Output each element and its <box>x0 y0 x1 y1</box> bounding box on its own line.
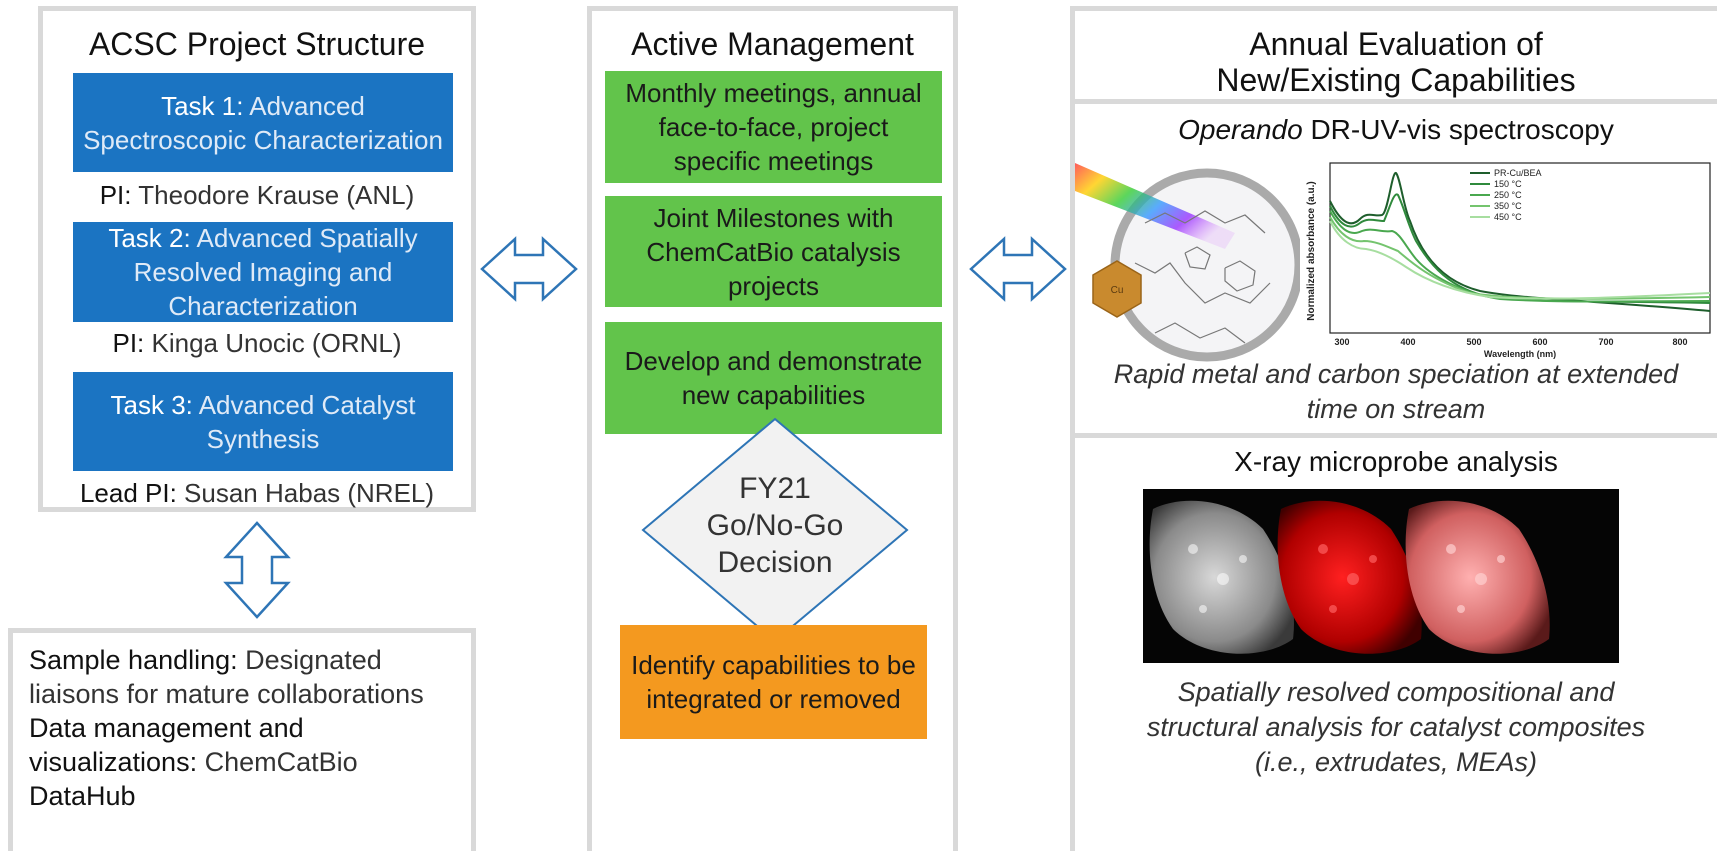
meetings-text: Monthly meetings, annual face-to-face, p… <box>625 78 922 176</box>
project-structure-panel: ACSC Project Structure Task 1: Advanced … <box>38 6 476 512</box>
task-1-pi: PI: Theodore Krause (ANL) <box>43 179 471 211</box>
task-2-pi-label: PI: <box>112 328 145 358</box>
task-1-label: Task 1: <box>161 90 244 121</box>
legend-entry: 350 °C <box>1494 201 1522 211</box>
legend-entry: 150 °C <box>1494 179 1522 189</box>
section-divider <box>1075 99 1717 104</box>
spectroscopy-title-rest: DR-UV-vis spectroscopy <box>1310 114 1614 145</box>
active-management-panel: Active Management Monthly meetings, annu… <box>587 6 958 851</box>
task-2-pi-name: Kinga Unocic (ORNL) <box>151 328 402 358</box>
data-management-desc: ChemCatBio <box>204 747 358 777</box>
meetings-box: Monthly meetings, annual face-to-face, p… <box>605 71 942 183</box>
task-3-pi-name: Susan Habas (NREL) <box>184 478 435 508</box>
decision-diamond: FY21 Go/No-Go Decision <box>641 417 909 643</box>
spectroscopy-title: Operando DR-UV-vis spectroscopy <box>1075 113 1717 147</box>
annual-evaluation-panel: Annual Evaluation of New/Existing Capabi… <box>1070 6 1717 851</box>
zeolite-cu-label: Cu <box>1111 285 1124 296</box>
task-3-box: Task 3: Advanced Catalyst Synthesis <box>73 372 453 471</box>
data-management-label: Data management and visualizations: <box>29 713 304 777</box>
task-3-label: Task 3: <box>110 389 193 420</box>
datahub-label: DataHub <box>29 781 136 811</box>
sample-handling-label: Sample handling: <box>29 645 238 675</box>
task-1-text: Advanced Spectroscopic Characterization <box>83 90 443 155</box>
outcome-text: Identify capabilities to be integrated o… <box>631 650 916 714</box>
task-2-text: Advanced Spatially Resolved Imaging and … <box>133 223 418 321</box>
spectrum-ylabel: Normalized absorbance (a.u.) <box>1306 181 1317 320</box>
data-handling-panel: Sample handling: Designated liaisons for… <box>8 628 476 851</box>
evaluation-title-line-1: Annual Evaluation of <box>1249 26 1543 62</box>
task-3-pi: Lead PI: Susan Habas (NREL) <box>43 477 471 509</box>
outcome-box: Identify capabilities to be integrated o… <box>620 625 927 739</box>
joint-milestones-box: Joint Milestones with ChemCatBio catalys… <box>605 196 942 307</box>
sample-handling-text: Sample handling: Designated liaisons for… <box>29 643 469 711</box>
spectrum-xtick: 800 <box>1672 337 1687 347</box>
xray-microprobe-image <box>1143 489 1619 663</box>
task-1-box: Task 1: Advanced Spectroscopic Character… <box>73 73 453 172</box>
spectrum-xlabel: Wavelength (nm) <box>1484 349 1556 359</box>
microprobe-title: X-ray microprobe analysis <box>1234 446 1558 477</box>
task-1-pi-name: Theodore Krause (ANL) <box>138 180 415 210</box>
develop-capabilities-text: Develop and demonstrate new capabilities <box>624 346 923 410</box>
legend-entry: 250 °C <box>1494 190 1522 200</box>
sample-handling-desc: Designated liaisons for mature collabora… <box>29 645 424 709</box>
horizontal-double-arrow-icon <box>480 236 578 302</box>
task-2-pi: PI: Kinga Unocic (ORNL) <box>43 327 471 359</box>
task-3-text: Advanced Catalyst Synthesis <box>198 389 416 454</box>
task-2-box: Task 2: Advanced Spatially Resolved Imag… <box>73 222 453 322</box>
active-management-title: Active Management <box>631 26 914 62</box>
decision-line-2: Go/No-Go <box>707 509 844 542</box>
microprobe-caption: Spatially resolved compositional and str… <box>1146 677 1646 777</box>
zeolite-illustration: Cu <box>1075 163 1300 362</box>
vertical-double-arrow-icon <box>223 521 291 619</box>
spectrum-xtick: 700 <box>1598 337 1613 347</box>
evaluation-title-line-2: New/Existing Capabilities <box>1216 62 1576 98</box>
develop-capabilities-box: Develop and demonstrate new capabilities <box>605 322 942 434</box>
spectrum-xtick: 300 <box>1334 337 1349 347</box>
spectroscopy-caption: Rapid metal and carbon speciation at ext… <box>1113 359 1679 424</box>
section-divider <box>1075 433 1717 438</box>
project-structure-title: ACSC Project Structure <box>88 26 426 62</box>
decision-line-1: FY21 <box>739 472 811 505</box>
task-3-pi-label: Lead PI: <box>79 478 177 508</box>
task-1-pi-label: PI: <box>99 180 132 210</box>
spectrum-xtick: 400 <box>1400 337 1415 347</box>
uv-vis-spectrum-chart: Normalized absorbance (a.u.) 300 400 500… <box>1306 162 1711 359</box>
spectroscopy-title-italic: Operando <box>1178 114 1303 145</box>
horizontal-double-arrow-icon <box>969 236 1067 302</box>
task-2-label: Task 2: <box>108 223 191 253</box>
joint-milestones-text: Joint Milestones with ChemCatBio catalys… <box>646 202 901 301</box>
spectrum-xtick: 600 <box>1532 337 1547 347</box>
decision-line-3: Decision <box>717 546 832 579</box>
data-management-text: Data management and visualizations: Chem… <box>29 711 469 813</box>
legend-entry: 450 °C <box>1494 212 1522 222</box>
legend-entry: PR-Cu/BEA <box>1494 168 1542 178</box>
spectrum-xtick: 500 <box>1466 337 1481 347</box>
